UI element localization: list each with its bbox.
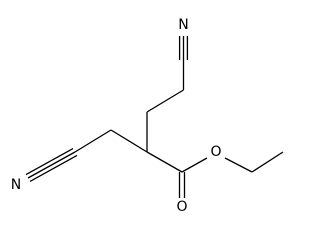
bond-ethyl-ch2-to-ch3	[251, 151, 284, 173]
ethyl-2-2-cyanoethyl-4-cyanobutanoate-structure: N N O O	[11, 17, 284, 215]
atom-label-nitrile-n-top: N	[178, 17, 188, 33]
atom-label-ester-o: O	[210, 144, 221, 160]
bond-lower-ch2-to-ch2	[74, 129, 112, 153]
bond-top-ch2-to-ch2	[146, 89, 184, 113]
atom-label-nitrile-n-left: N	[11, 177, 21, 193]
atom-label-carbonyl-o: O	[176, 199, 187, 215]
bond-alpha-c-to-lower-ch2	[110, 129, 148, 153]
top-nitrile-triple-bond	[178, 36, 189, 60]
left-nitrile-triple-bond	[25, 148, 78, 182]
carbonyl-double-bond	[178, 172, 186, 198]
bond-alpha-c-to-carbonyl-c	[146, 151, 183, 173]
bond-ester-o-to-ch2	[224, 157, 253, 173]
bond-carbonyl-c-to-ester-o	[181, 157, 208, 173]
